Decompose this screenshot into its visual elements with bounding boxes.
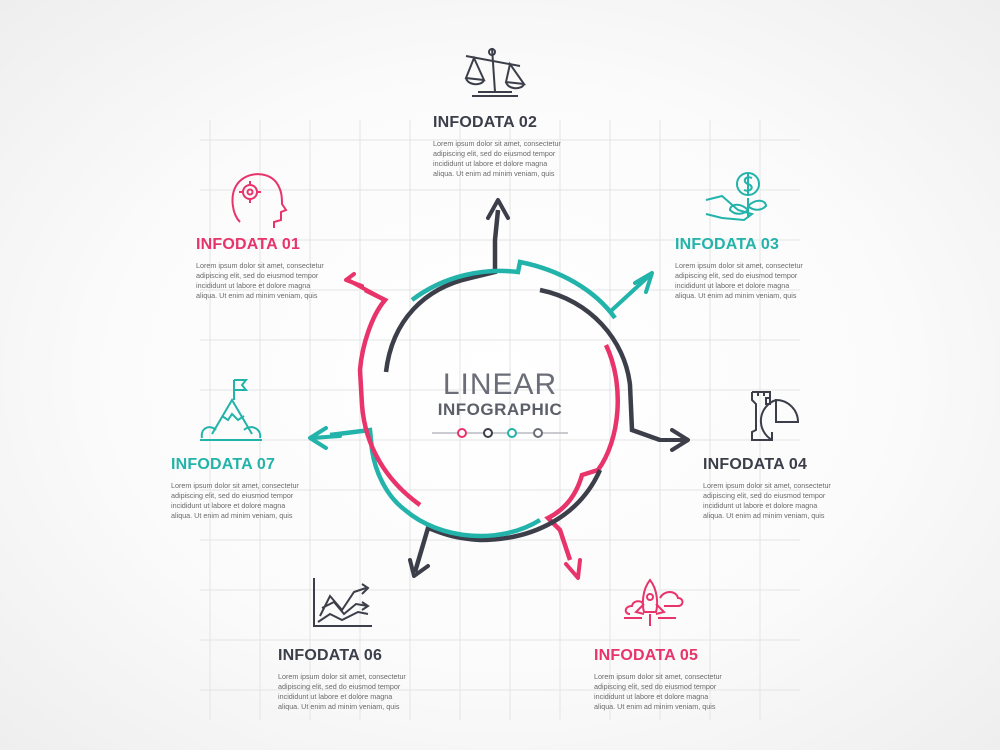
step-02-line-2: adipiscing elit, sed do eiusmod tempor — [433, 149, 556, 158]
center-title-main: LINEAR — [442, 368, 558, 401]
background-grid — [200, 120, 800, 720]
trend-chart-icon — [313, 578, 372, 627]
step-06-line-2: adipiscing elit, sed do eiusmod tempor — [278, 682, 401, 691]
step-01: INFODATA 01 Lorem ipsum dolor sit amet, … — [196, 236, 371, 301]
step-05: INFODATA 05 Lorem ipsum dolor sit amet, … — [594, 647, 769, 712]
arrowhead-04 — [670, 428, 690, 452]
step-02-title: INFODATA 02 — [433, 114, 538, 131]
step-06-line-3: incididunt ut labore et dolore magna — [278, 692, 393, 701]
mountain-flag-icon — [200, 379, 262, 441]
step-06: INFODATA 06 Lorem ipsum dolor sit amet, … — [278, 647, 453, 712]
ring-segment-04 — [539, 287, 661, 443]
ring-segment-06 — [412, 469, 603, 573]
chess-rook-chart-icon — [751, 391, 800, 441]
ring-segment-07 — [329, 427, 542, 539]
ring-segment-02 — [383, 209, 501, 373]
arrowhead-07-shaft — [310, 434, 342, 440]
step-01-line-3: incididunt ut labore et dolore magna — [196, 281, 311, 290]
step-07: INFODATA 07 Lorem ipsum dolor sit amet, … — [171, 456, 346, 521]
ring — [329, 209, 661, 573]
arrowhead-03 — [633, 271, 654, 294]
step-05-body: Lorem ipsum dolor sit amet, consectetur … — [594, 672, 769, 712]
center-title: LINEAR INFOGRAPHIC — [390, 370, 610, 420]
ring-segment-01 — [357, 287, 422, 507]
step-05-line-4: aliqua. Ut enim ad minim veniam, quis — [594, 702, 716, 711]
step-04-line-4: aliqua. Ut enim ad minim veniam, quis — [703, 511, 825, 520]
step-07-line-1: Lorem ipsum dolor sit amet, consectetur — [171, 481, 299, 490]
hand-coin-icon — [705, 172, 768, 222]
step-07-title: INFODATA 07 — [171, 456, 276, 473]
ring-segment-03 — [410, 259, 617, 320]
step-04-title: INFODATA 04 — [703, 456, 808, 473]
step-01-title: INFODATA 01 — [196, 236, 301, 253]
step-01-line-4: aliqua. Ut enim ad minim veniam, quis — [196, 291, 318, 300]
step-06-line-1: Lorem ipsum dolor sit amet, consectetur — [278, 672, 406, 681]
step-02-body: Lorem ipsum dolor sit amet, consectetur … — [433, 139, 608, 179]
step-03-line-1: Lorem ipsum dolor sit amet, consectetur — [675, 261, 803, 270]
step-04-body: Lorem ipsum dolor sit amet, consectetur … — [703, 481, 878, 521]
step-03-line-4: aliqua. Ut enim ad minim veniam, quis — [675, 291, 797, 300]
step-03-body: Lorem ipsum dolor sit amet, consectetur … — [675, 261, 850, 301]
center-title-sub: INFOGRAPHIC — [437, 400, 563, 419]
step-06-body: Lorem ipsum dolor sit amet, consectetur … — [278, 672, 453, 712]
step-01-line-2: adipiscing elit, sed do eiusmod tempor — [196, 271, 319, 280]
rocket-icon — [624, 578, 684, 626]
step-07-line-2: adipiscing elit, sed do eiusmod tempor — [171, 491, 294, 500]
arrowhead-01-shaft — [346, 278, 387, 302]
gear-head-icon — [231, 173, 288, 228]
step-04: INFODATA 04 Lorem ipsum dolor sit amet, … — [703, 456, 878, 521]
step-02-line-4: aliqua. Ut enim ad minim veniam, quis — [433, 169, 555, 178]
arrowheads — [308, 198, 690, 580]
step-04-line-1: Lorem ipsum dolor sit amet, consectetur — [703, 481, 831, 490]
step-05-line-2: adipiscing elit, sed do eiusmod tempor — [594, 682, 717, 691]
step-05-line-3: incididunt ut labore et dolore magna — [594, 692, 709, 701]
center-dots — [432, 428, 568, 438]
step-03-line-3: incididunt ut labore et dolore magna — [675, 281, 790, 290]
step-02: INFODATA 02 Lorem ipsum dolor sit amet, … — [433, 114, 608, 179]
balance-scale-icon — [464, 47, 527, 97]
arrowhead-05 — [564, 558, 582, 580]
step-03-title: INFODATA 03 — [675, 236, 780, 253]
step-01-line-1: Lorem ipsum dolor sit amet, consectetur — [196, 261, 324, 270]
arrowhead-02 — [486, 198, 510, 220]
step-05-title: INFODATA 05 — [594, 647, 699, 664]
step-03: INFODATA 03 Lorem ipsum dolor sit amet, … — [675, 236, 850, 301]
step-02-line-3: incididunt ut labore et dolore magna — [433, 159, 548, 168]
step-04-line-2: adipiscing elit, sed do eiusmod tempor — [703, 491, 826, 500]
step-07-line-3: incididunt ut labore et dolore magna — [171, 501, 286, 510]
arrowhead-06 — [408, 558, 430, 578]
step-06-title: INFODATA 06 — [278, 647, 383, 664]
arrowhead-03-shaft — [610, 273, 652, 312]
step-01-body: Lorem ipsum dolor sit amet, consectetur … — [196, 261, 371, 301]
step-03-line-2: adipiscing elit, sed do eiusmod tempor — [675, 271, 798, 280]
step-07-body: Lorem ipsum dolor sit amet, consectetur … — [171, 481, 346, 521]
step-07-line-4: aliqua. Ut enim ad minim veniam, quis — [171, 511, 293, 520]
step-02-line-1: Lorem ipsum dolor sit amet, consectetur — [433, 139, 561, 148]
step-04-line-3: incididunt ut labore et dolore magna — [703, 501, 818, 510]
step-05-line-1: Lorem ipsum dolor sit amet, consectetur — [594, 672, 722, 681]
step-06-line-4: aliqua. Ut enim ad minim veniam, quis — [278, 702, 400, 711]
